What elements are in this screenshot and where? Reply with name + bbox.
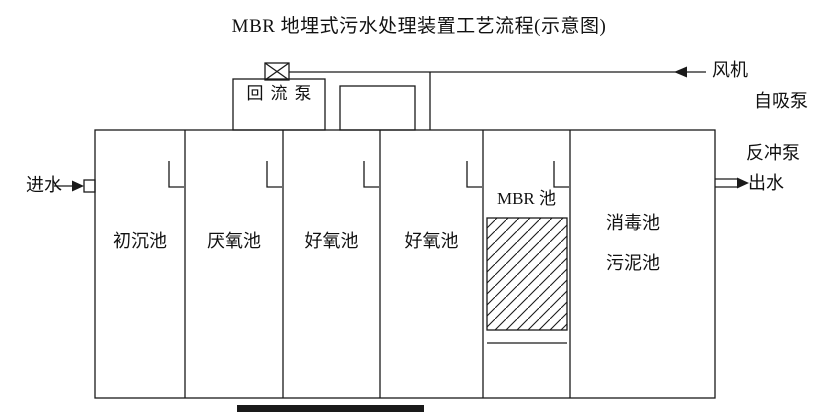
inlet-arrowhead xyxy=(72,180,84,192)
equipment-box xyxy=(339,85,416,131)
tank-label-sludge: 污泥池 xyxy=(606,253,660,273)
tank-label-aerobic-2: 好氧池 xyxy=(404,231,459,251)
tank-label-anaerobic: 厌氧池 xyxy=(207,231,261,251)
inlet-fitting xyxy=(83,179,96,193)
weir-notch-1 xyxy=(168,161,184,188)
weir-notch-2 xyxy=(266,161,282,188)
weir-notch-5 xyxy=(553,161,569,188)
diagram-title: MBR 地埋式污水处理装置工艺流程(示意图) xyxy=(231,16,607,37)
return-pump-label: 回流泵 xyxy=(246,84,319,103)
valve-icon xyxy=(264,62,290,81)
air-flow-arrowhead xyxy=(674,66,687,78)
outlet-arrowhead xyxy=(737,177,749,189)
tank-label-aerobic-1: 好氧池 xyxy=(304,231,359,251)
membrane-module xyxy=(486,217,568,331)
inlet-label: 进水 xyxy=(26,175,62,195)
weir-notch-3 xyxy=(363,161,379,188)
outlet-label: 出水 xyxy=(748,173,784,193)
return-pump-box xyxy=(232,78,326,131)
tank-label-disinfection: 消毒池 xyxy=(606,213,660,233)
weir-notch-4 xyxy=(466,161,482,188)
tank-label-primary-sedimentation: 初沉池 xyxy=(113,231,167,251)
self-priming-pump-label: 自吸泵 xyxy=(754,91,808,111)
tank-label-mbr: MBR 池 xyxy=(496,189,557,208)
backwash-pump-label: 反冲泵 xyxy=(746,143,800,163)
bottom-bar xyxy=(237,405,424,412)
blower-label: 风机 xyxy=(712,60,748,80)
